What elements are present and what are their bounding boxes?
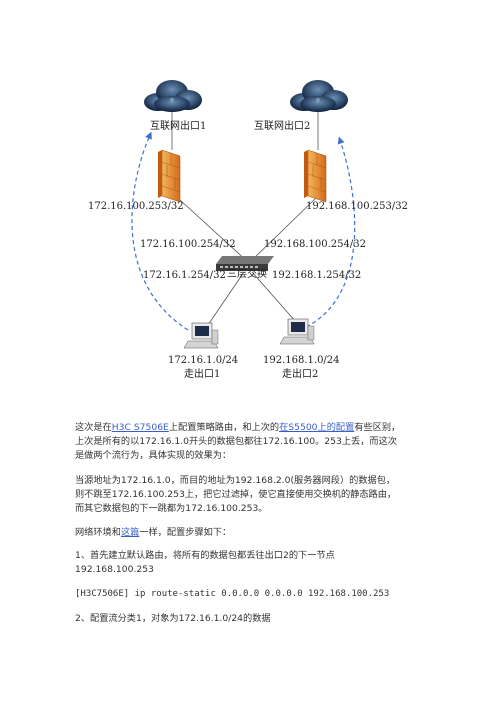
effect-line-2: 则不跳至172.16.100.253上，把它过滤掉，使它直接使用交换机的静态路由…	[75, 489, 397, 500]
fw2-ip-label: 192.168.100.253/32	[306, 201, 408, 212]
env-text-a: 网络环境和	[75, 527, 121, 538]
step1-line-1: 1、首先建立默认路由，将所有的数据包都丢往出口2的下一节点	[75, 550, 335, 561]
switch-downlink-left-ip: 172.16.1.254/32	[143, 270, 226, 281]
flow-arrows	[131, 131, 356, 331]
intro-text-a: 这次是在	[75, 422, 112, 433]
effect-line-3: 而其它数据包的下一跳都为172.16.100.253。	[75, 503, 268, 514]
switch-uplink-right-ip: 192.168.100.254/32	[264, 239, 366, 250]
step2-line-1: 2、配置流分类1，对象为172.16.1.0/24的数据	[75, 613, 271, 624]
intro-text-c: 有些区别，	[354, 422, 401, 433]
pc-icon-left	[183, 322, 219, 349]
command-block: [H3C7506E] ip route-static 0.0.0.0 0.0.0…	[75, 587, 415, 601]
pc2-network-label: 192.168.1.0/24	[263, 355, 340, 366]
command-line-1: [H3C7506E] ip route-static 0.0.0.0 0.0.0…	[75, 589, 390, 599]
switch-icon	[216, 256, 274, 271]
pc1-exit-label: 走出口1	[184, 369, 221, 380]
pc2-exit-label: 走出口2	[282, 369, 319, 380]
effect-line-1: 当源地址为172.16.1.0，而目的地址为192.168.2.0(服务器网段）…	[75, 475, 396, 486]
s5500-config-link[interactable]: 在S5500上的配置	[279, 422, 355, 433]
cloud-icon-left: ☼	[144, 80, 202, 112]
switch-label: 三层交换	[227, 269, 267, 280]
network-diagram: ☼ ☼	[88, 80, 408, 380]
intro-text-b: 上配置策略路由，和上次的	[168, 422, 280, 433]
exit2-label: 互联网出口2	[254, 121, 311, 132]
firewall-icon-right	[304, 149, 327, 203]
this-article-link[interactable]: 这篇	[120, 527, 140, 538]
intro-line-3: 是做两个流行为，具体实现的效果为：	[75, 450, 232, 461]
svg-text:☼: ☼	[169, 97, 175, 104]
connection-lines	[171, 112, 319, 326]
network-diagram-svg: ☼ ☼	[131, 80, 356, 349]
switch-downlink-right-ip: 192.168.1.254/32	[272, 270, 362, 281]
paragraph-effect: 当源地址为172.16.1.0，而目的地址为192.168.2.0(服务器网段）…	[75, 474, 415, 516]
exit1-label: 互联网出口1	[150, 121, 207, 132]
h3c-s7506e-link[interactable]: H3C S7506E	[111, 422, 169, 433]
switch-uplink-left-ip: 172.16.100.254/32	[140, 239, 236, 250]
flow-arrow-exit1	[131, 131, 189, 331]
svg-text:☼: ☼	[315, 97, 321, 104]
intro-line-2: 上次是所有的以172.16.1.0开头的数据包都往172.16.100。253上…	[75, 436, 397, 447]
cloud-icon-right: ☼	[290, 80, 348, 112]
paragraph-step2: 2、配置流分类1，对象为172.16.1.0/24的数据	[75, 612, 415, 626]
pc1-network-label: 172.16.1.0/24	[168, 355, 239, 366]
fw1-ip-label: 172.16.100.253/32	[88, 201, 184, 212]
paragraph-environment: 网络环境和这篇一样，配置步骤如下：	[75, 526, 415, 540]
env-text-b: 一样，配置步骤如下：	[139, 527, 232, 538]
paragraph-step1: 1、首先建立默认路由，将所有的数据包都丢往出口2的下一节点 192.168.10…	[75, 549, 415, 577]
firewall-icon-left	[158, 149, 181, 203]
paragraph-intro: 这次是在H3C S7506E上配置策略路由，和上次的在S5500上的配置有些区别…	[75, 421, 415, 463]
step1-line-2: 192.168.100.253	[75, 564, 154, 575]
pc-icon-right	[279, 318, 315, 345]
